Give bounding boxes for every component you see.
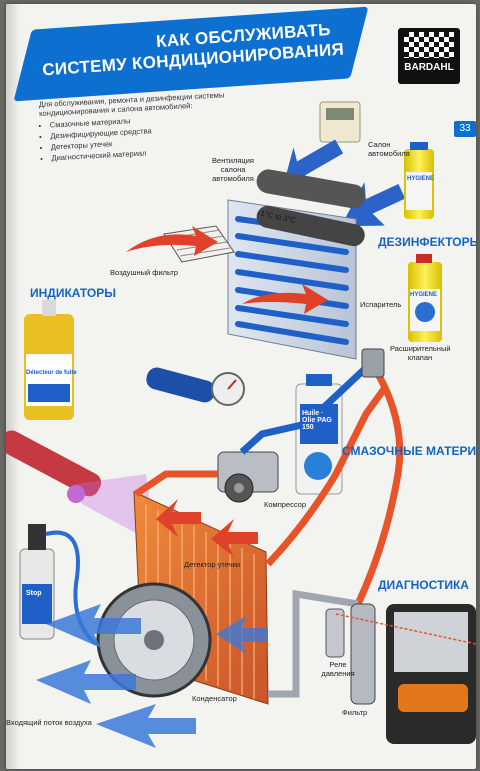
incoming-air-arrow-icon bbox=[96, 704, 196, 748]
label-condenser: Конденсатор bbox=[192, 694, 237, 703]
label-compressor: Компрессор bbox=[264, 500, 307, 509]
indicator-bottle-icon bbox=[24, 300, 74, 420]
oil-can-label: Huile · Olie PAG 150 bbox=[302, 410, 332, 431]
hot-pipe bbox=[134, 470, 218, 497]
label-pressure-relay: Реле давления bbox=[321, 660, 355, 678]
label-filter: Фильтр bbox=[342, 708, 368, 717]
page-spine bbox=[6, 4, 20, 769]
label-leak-detector: Детектор утечки bbox=[184, 560, 241, 569]
incoming-air-arrow-icon bbox=[216, 616, 268, 654]
hygiene-can-icon bbox=[408, 254, 442, 342]
page-number: 33 bbox=[454, 121, 476, 137]
indicator-bottle-label: Détecteur de fuite bbox=[26, 370, 77, 376]
liquid-pipe bbox=[268, 589, 359, 698]
section-lubricants: СМАЗОЧНЫЕ МАТЕРИАЛЫ bbox=[342, 444, 476, 458]
hot-air-arrow-icon bbox=[156, 499, 201, 537]
hygiene-can-label: HYGIENE bbox=[407, 176, 435, 182]
label-cabin-vent: Вентиляция салона автомобиля bbox=[212, 156, 254, 183]
section-diagnostics: ДИАГНОСТИКА bbox=[378, 578, 469, 592]
label-cabin: Салон автомобиля bbox=[368, 140, 410, 158]
pressure-gauge-icon bbox=[146, 367, 245, 406]
vent-arrow-icon bbox=[340, 182, 406, 227]
hot-pipe bbox=[265, 386, 387, 567]
hygiene-can-label: HYGIENE bbox=[410, 292, 438, 298]
incoming-air-arrow-icon bbox=[36, 660, 136, 704]
bardahl-logo: BARDAHL bbox=[398, 28, 460, 84]
label-expansion-valve: Расширительный клапан bbox=[390, 344, 451, 362]
section-indicators: ИНДИКАТОРЫ bbox=[30, 286, 116, 300]
brochure-page: КАК ОБСЛУЖИВАТЬ СИСТЕМУ КОНДИЦИОНИРОВАНИ… bbox=[6, 4, 476, 769]
warm-air-arrow-icon bbox=[242, 284, 328, 314]
hot-air-arrow-icon bbox=[211, 519, 258, 557]
ac-system-diagram bbox=[6, 101, 476, 748]
hot-pipe bbox=[354, 372, 404, 606]
logo-text: BARDAHL bbox=[404, 62, 454, 73]
compressor-icon bbox=[217, 451, 279, 503]
label-evaporator: Испаритель bbox=[360, 300, 402, 309]
expansion-valve-icon bbox=[361, 348, 385, 378]
incoming-air-arrow-icon bbox=[46, 604, 141, 648]
label-air-filter: Воздушный фильтр bbox=[110, 268, 178, 277]
filter-icon bbox=[350, 603, 376, 705]
evaporator-unit bbox=[227, 169, 366, 360]
section-disinfectors: ДЕЗИНФЕКТОРЫ bbox=[378, 235, 476, 249]
cold-pipe bbox=[239, 361, 373, 455]
label-incoming-air: Входящий поток воздуха bbox=[6, 718, 92, 727]
diagnostic-case-icon bbox=[335, 604, 476, 744]
warm-air-arrow-icon bbox=[126, 226, 218, 256]
pressure-relay-icon bbox=[325, 608, 345, 658]
thermostat-display bbox=[326, 108, 354, 120]
stop-can-label: Stop bbox=[26, 590, 42, 597]
hygiene-can-icon bbox=[404, 142, 434, 219]
checkered-flag-icon bbox=[404, 32, 454, 58]
